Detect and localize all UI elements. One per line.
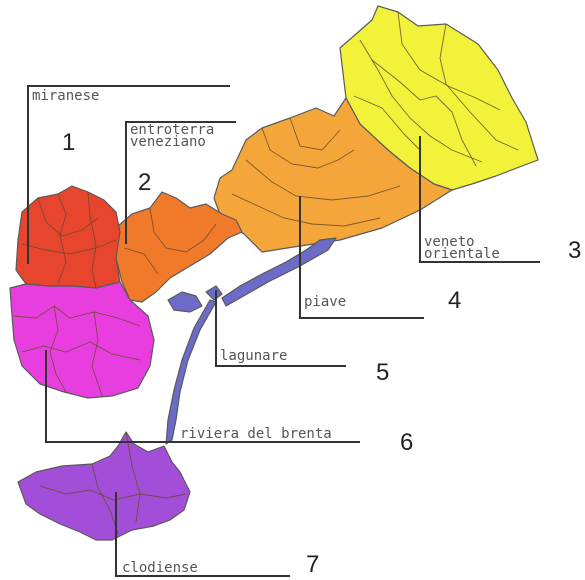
label-entroterra-line1: entroterra (130, 122, 214, 138)
label-entroterra-line2: veneziano (130, 134, 206, 150)
label-riviera-del-brenta: riviera del brenta (180, 426, 332, 442)
region-lagunare-island-2 (205, 285, 223, 301)
region-lagunare[interactable] (221, 237, 337, 307)
leader-veneto-orientale (419, 136, 540, 263)
leader-piave (299, 196, 424, 319)
number-piave: 4 (448, 287, 461, 314)
label-veneto-orientale-line2: orientale (424, 246, 500, 262)
region-clodiense[interactable] (17, 431, 191, 541)
label-miranese: miranese (32, 88, 99, 104)
number-lagunare: 5 (376, 359, 389, 386)
number-veneto-orientale: 3 (568, 237, 581, 264)
leader-entroterra-veneziano (125, 121, 236, 244)
region-lagunare-island (167, 291, 203, 313)
leader-clodiense (115, 492, 290, 577)
leader-riviera-del-brenta (45, 350, 360, 443)
label-veneto-orientale-line1: veneto (424, 234, 475, 250)
leader-miranese (27, 85, 230, 264)
number-miranese: 1 (62, 129, 75, 156)
number-clodiense: 7 (306, 551, 319, 578)
region-entroterra-veneziano[interactable] (115, 191, 243, 303)
lido-barrier-island (165, 299, 217, 445)
label-lagunare: lagunare (220, 348, 287, 364)
label-piave: piave (304, 294, 346, 310)
number-entroterra-veneziano: 2 (138, 169, 151, 196)
leader-lagunare (215, 290, 346, 367)
number-riviera-del-brenta: 6 (400, 429, 413, 456)
region-miranese[interactable] (15, 185, 121, 289)
label-clodiense: clodiense (122, 560, 198, 576)
